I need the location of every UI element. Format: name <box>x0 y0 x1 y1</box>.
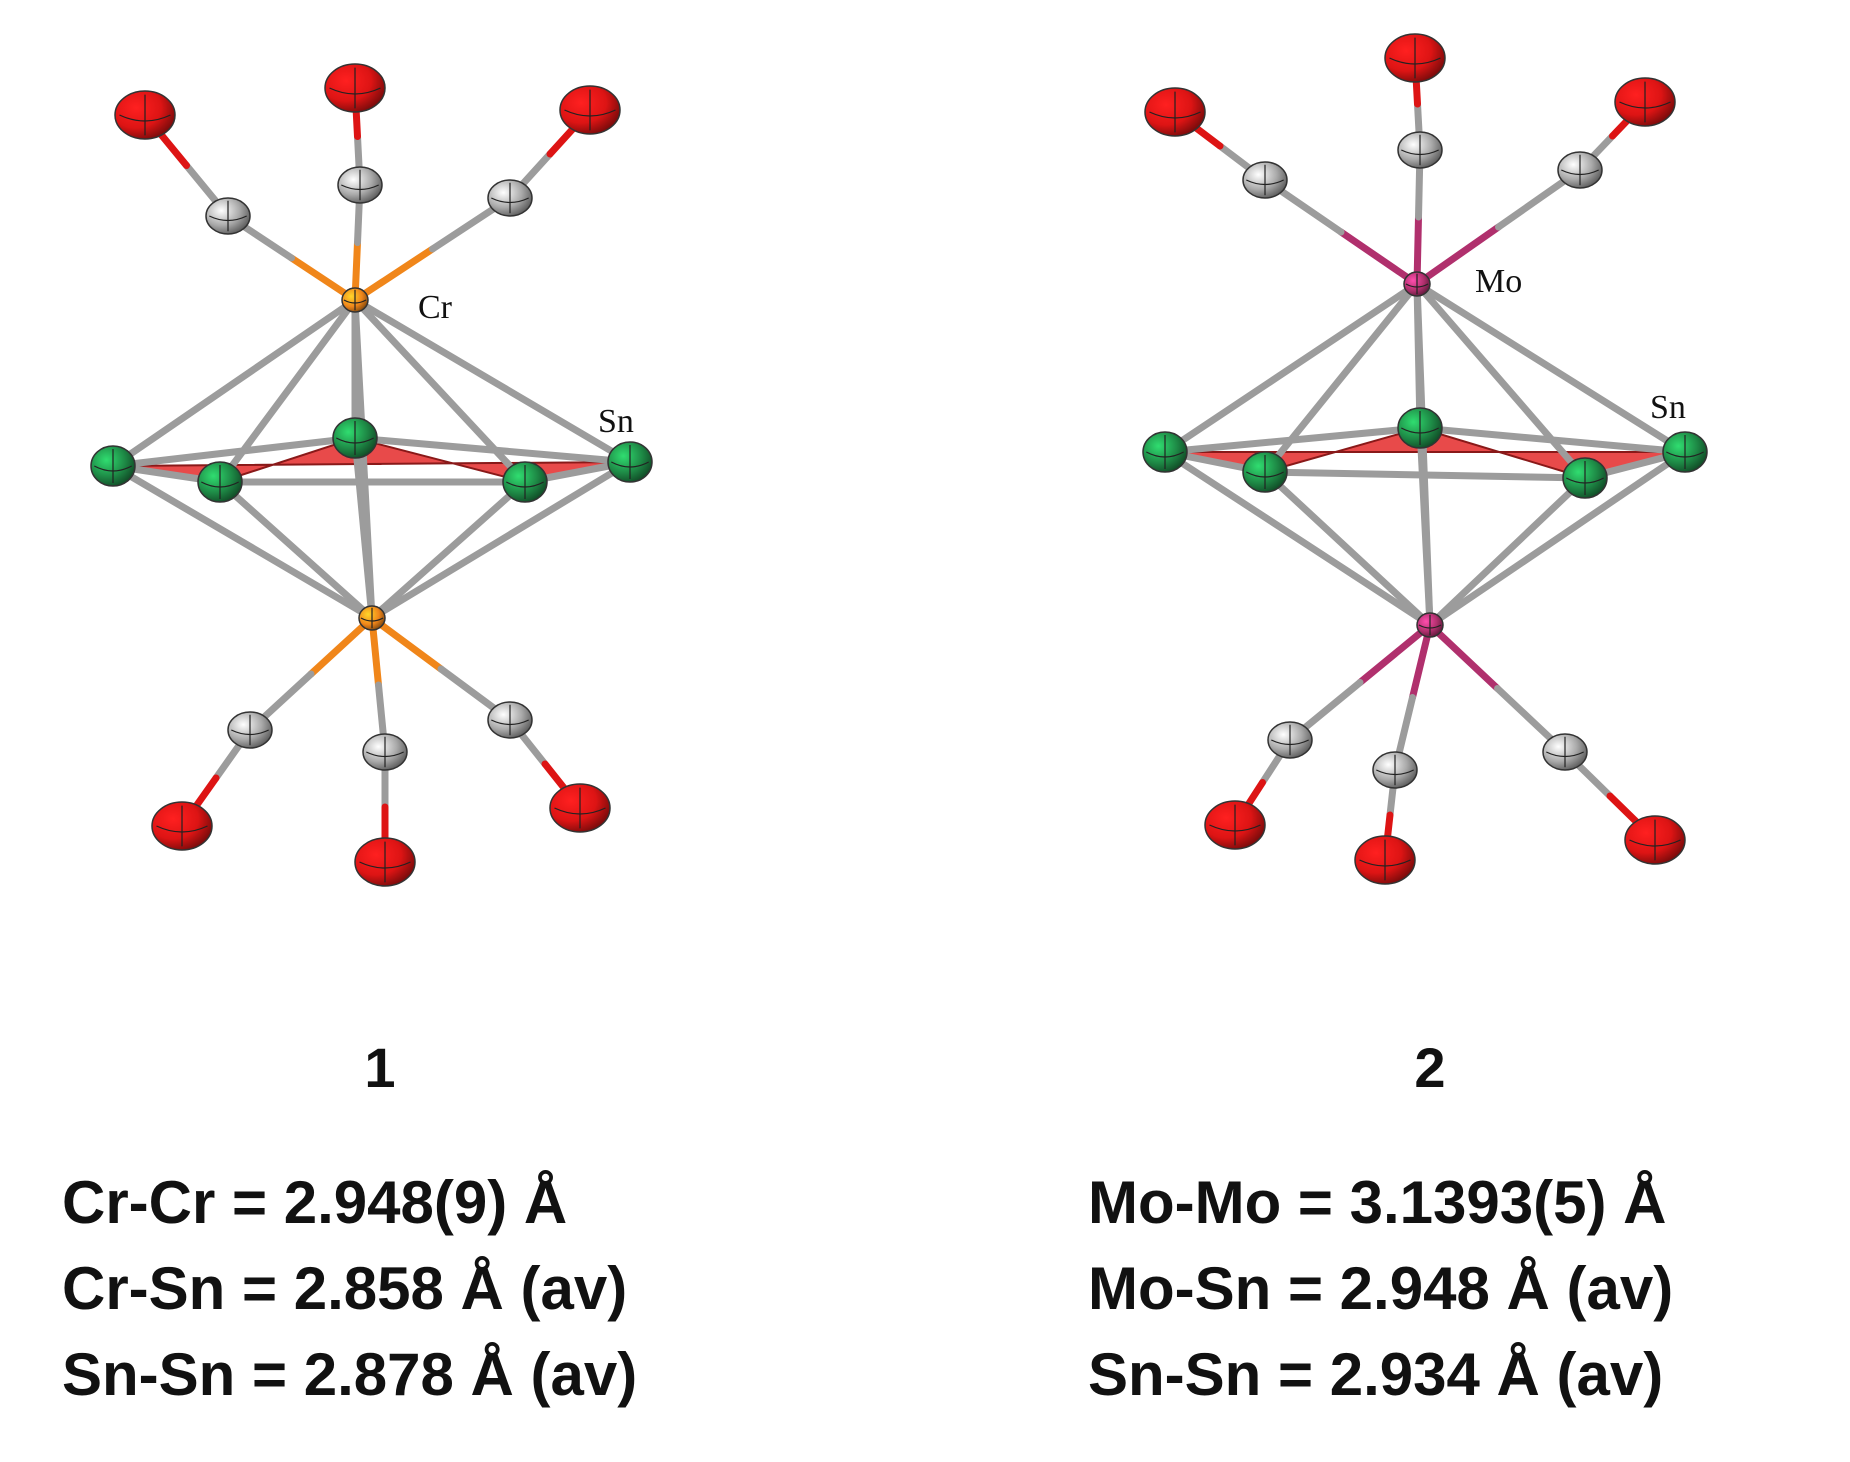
oxygen-atom-ellipsoid-axes <box>1359 839 1411 881</box>
oxygen-atom-ellipsoid-axes <box>1619 81 1671 123</box>
oxygen-atom-ellipsoid-axes <box>1209 804 1261 846</box>
carbon-atom-ellipsoid-axes <box>1246 164 1284 196</box>
tin-atom-ellipsoid-axes <box>1666 435 1704 469</box>
carbon-atom-ellipsoid-axes <box>1561 154 1599 186</box>
metal-atom-ellipsoid-axes <box>1418 614 1442 636</box>
tin-atom-ellipsoid-axes <box>1566 461 1604 495</box>
carbon-atom-ellipsoid-axes <box>209 200 247 232</box>
oxygen-atom-ellipsoid-axes <box>1629 819 1681 861</box>
metal-tin-bond <box>109 296 359 470</box>
tin-atom-ellipsoid-axes <box>506 465 544 499</box>
compound-number: 1 <box>364 1036 396 1099</box>
metal-tin-bond <box>216 296 359 486</box>
bond-metrics-block: Cr-Cr = 2.948(9) Å Cr-Sn = 2.858 Å (av) … <box>62 1160 637 1418</box>
tin-atom-ellipsoid-axes <box>201 465 239 499</box>
metal-tin-bond <box>1161 448 1434 629</box>
oxygen-atom-ellipsoid-axes <box>329 67 381 109</box>
oxygen-atom-ellipsoid-axes <box>156 805 208 847</box>
metal-atom-ellipsoid-axes <box>343 289 367 311</box>
oxygen-atom-ellipsoid-axes <box>119 94 171 136</box>
oxygen-atom-ellipsoid-axes <box>359 841 411 883</box>
metal-atom-label: Cr <box>418 289 453 326</box>
metal-tin-bond <box>1413 280 1689 456</box>
tin-atom-label: Sn <box>1650 389 1686 426</box>
metal-carbon-bond <box>1356 621 1434 686</box>
tin-atom-label: Sn <box>598 403 634 440</box>
compound-number: 2 <box>1414 1036 1446 1099</box>
oxygen-atom-ellipsoid-axes <box>554 787 606 829</box>
metal-tin-bond <box>1261 280 1421 476</box>
tin-tin-distance: Sn-Sn = 2.934 Å (av) <box>1088 1341 1664 1408</box>
molecule-1-structure: Cr Sn <box>90 63 653 887</box>
metal-tin-distance: Cr-Sn = 2.858 Å (av) <box>62 1255 628 1322</box>
carbon-atom-ellipsoid-axes <box>1271 724 1309 756</box>
metal-metal-distance: Cr-Cr = 2.948(9) Å <box>62 1169 568 1236</box>
metal-metal-bond <box>351 296 376 622</box>
tin-atom-ellipsoid-axes <box>94 449 132 483</box>
metal-carbon-bond <box>1337 228 1421 288</box>
tin-atom-ellipsoid-axes <box>1401 411 1439 445</box>
metal-tin-distance: Mo-Sn = 2.948 Å (av) <box>1088 1255 1674 1322</box>
tin-atom-ellipsoid-axes <box>1246 455 1284 489</box>
carbon-atom-ellipsoid-axes <box>491 182 529 214</box>
metal-tin-bond <box>109 462 376 622</box>
sn-sn-bond <box>109 434 359 470</box>
metal-tin-bond <box>351 296 529 486</box>
metal-carbon-bond <box>351 245 436 304</box>
metal-metal-bond <box>1413 280 1434 629</box>
carbon-atom-ellipsoid-axes <box>231 714 269 746</box>
metal-tin-bond <box>1161 280 1421 456</box>
metal-carbon-bond <box>1413 223 1502 288</box>
metal-carbon-bond <box>368 614 445 673</box>
carbon-atom-ellipsoid-axes <box>1376 754 1414 786</box>
carbon-atom-ellipsoid-axes <box>491 704 529 736</box>
metal-tin-bond <box>1261 468 1434 629</box>
tin-atom-ellipsoid-axes <box>1146 435 1184 469</box>
metal-tin-bond <box>368 458 634 622</box>
metal-carbon-bond <box>307 614 376 678</box>
carbon-atom-ellipsoid-axes <box>1401 134 1439 166</box>
metal-tin-bond <box>1426 448 1689 629</box>
oxygen-atom-ellipsoid-axes <box>564 89 616 131</box>
carbon-atom-ellipsoid-axes <box>341 169 379 201</box>
metal-atom-ellipsoid-axes <box>360 607 384 629</box>
oxygen-atom-ellipsoid-axes <box>1389 37 1441 79</box>
metal-tin-bond <box>1426 474 1589 629</box>
oxygen-atom-ellipsoid-axes <box>1149 91 1201 133</box>
metal-atom-ellipsoid-axes <box>1405 273 1429 295</box>
metal-atom-label: Mo <box>1475 263 1522 300</box>
metal-carbon-bond <box>1426 621 1501 692</box>
metal-tin-bond <box>351 296 634 466</box>
tin-tin-distance: Sn-Sn = 2.878 Å (av) <box>62 1341 638 1408</box>
carbon-atom-ellipsoid-axes <box>1546 736 1584 768</box>
tin-atom-ellipsoid-axes <box>336 421 374 455</box>
carbon-atom-ellipsoid-axes <box>366 736 404 768</box>
bond-metrics-block: Mo-Mo = 3.1393(5) Å Mo-Sn = 2.948 Å (av)… <box>1088 1160 1673 1418</box>
metal-tin-bond <box>1413 280 1589 482</box>
metal-metal-distance: Mo-Mo = 3.1393(5) Å <box>1088 1169 1667 1236</box>
metal-tin-bond <box>216 478 376 622</box>
molecule-2-structure: Mo Sn <box>1142 33 1708 885</box>
metal-tin-bond <box>368 478 529 622</box>
tin-atom-ellipsoid-axes <box>611 445 649 479</box>
